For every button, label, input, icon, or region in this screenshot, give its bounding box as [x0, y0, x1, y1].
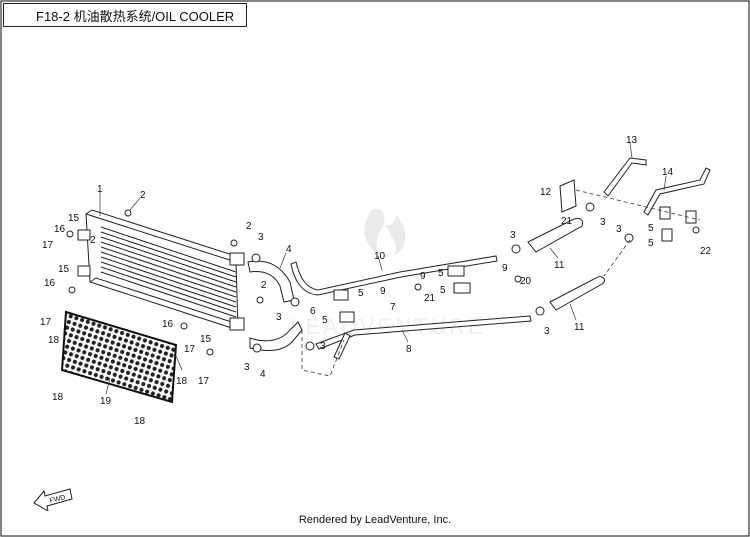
callout-3: 3: [276, 312, 282, 323]
callout-17: 17: [184, 344, 196, 355]
callout-4: 4: [260, 369, 266, 380]
callout-2: 2: [140, 190, 146, 201]
callout-5: 5: [648, 238, 654, 249]
callout-3: 3: [320, 341, 326, 352]
callout-16: 16: [162, 319, 174, 330]
callout-3: 3: [544, 326, 550, 337]
callout-5: 5: [358, 288, 364, 299]
callout-5: 5: [322, 315, 328, 326]
callout-11: 11: [554, 260, 565, 271]
callout-18: 18: [176, 376, 188, 387]
callout-11: 11: [574, 322, 585, 333]
callout-15: 15: [58, 264, 70, 275]
callout-2: 2: [90, 235, 96, 246]
watermark: LEADVENTURE: [290, 208, 483, 339]
callout-18: 18: [52, 392, 64, 403]
radiator-grille: [60, 310, 178, 404]
callout-16: 16: [44, 278, 56, 289]
callout-15: 15: [68, 213, 80, 224]
callout-4: 4: [286, 244, 292, 255]
callout-18: 18: [48, 335, 60, 346]
callout-5: 5: [648, 223, 654, 234]
callout-8: 8: [406, 344, 412, 355]
diagram-title-box: F18-2 机油散热系统/OIL COOLER: [3, 3, 247, 27]
right-fittings: [333, 157, 711, 323]
callout-14: 14: [662, 167, 674, 178]
callout-1: 1: [97, 184, 103, 195]
callout-2: 2: [246, 221, 252, 232]
callout-10: 10: [374, 251, 386, 262]
callout-13: 13: [626, 135, 638, 146]
callout-9: 9: [502, 263, 508, 274]
callout-3: 3: [600, 217, 606, 228]
dashed-leaders: [301, 189, 701, 377]
forward-arrow-icon: FWD: [33, 488, 73, 511]
oil-cooler-radiator: [77, 209, 246, 331]
callout-5: 5: [438, 268, 444, 279]
right-hoses: [527, 217, 605, 311]
callout-21: 21: [424, 293, 436, 304]
callout-16: 16: [54, 224, 66, 235]
leader-lines: [99, 142, 667, 395]
callout-3: 3: [510, 230, 516, 241]
callout-12: 12: [540, 187, 552, 198]
callout-3: 3: [258, 232, 264, 243]
footer-credit: Rendered by LeadVenture, Inc.: [298, 514, 452, 526]
callout-22: 22: [700, 246, 712, 257]
callout-7: 7: [390, 302, 396, 313]
callout-labels: 1 2 2 2 2 3 3 3 3 3 3 3 3 4 4 5 5 5 5 5 …: [40, 135, 712, 427]
callout-19: 19: [100, 396, 112, 407]
callout-20: 20: [520, 276, 532, 287]
callout-18: 18: [134, 416, 146, 427]
callout-17: 17: [198, 376, 210, 387]
callout-6: 6: [310, 306, 316, 317]
callout-21: 21: [561, 216, 573, 227]
callout-9: 9: [380, 286, 386, 297]
fwd-label: FWD: [49, 494, 66, 505]
callout-9: 9: [420, 271, 426, 282]
diagram-title: F18-2 机油散热系统/OIL COOLER: [36, 8, 235, 24]
clamps-and-bolts: [66, 202, 700, 356]
oil-lines: [290, 255, 532, 360]
callout-15: 15: [200, 334, 212, 345]
callout-17: 17: [40, 317, 52, 328]
callout-3: 3: [244, 362, 250, 373]
callout-3: 3: [616, 224, 622, 235]
callout-5: 5: [440, 285, 446, 296]
callout-2: 2: [261, 280, 267, 291]
callout-17: 17: [42, 240, 54, 251]
